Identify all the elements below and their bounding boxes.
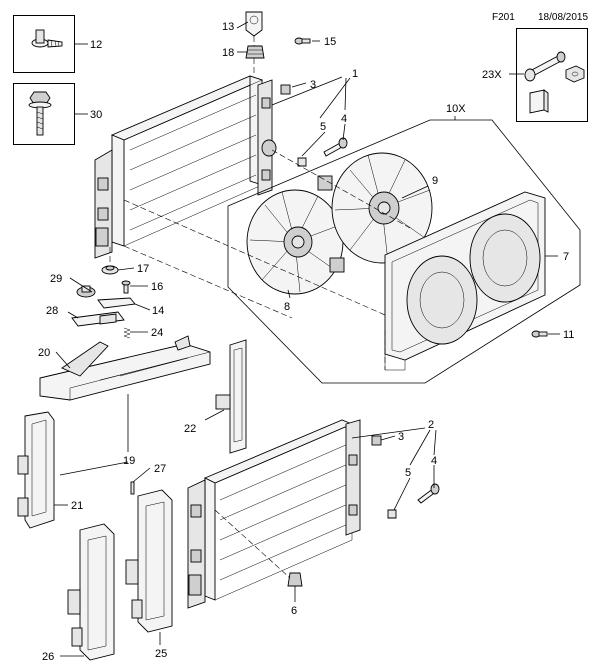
lower-radiator-assembly (187, 419, 361, 609)
mount-6 (287, 572, 303, 587)
callout-2: 2 (428, 419, 434, 431)
callout-4-upper: 4 (341, 113, 347, 125)
callout-4-lower: 4 (431, 455, 437, 467)
callout-14: 14 (152, 305, 164, 317)
screw-27 (130, 481, 135, 495)
callout-12: 12 (90, 39, 102, 51)
diagram-code: F201 (492, 12, 515, 23)
side-panel-26 (67, 523, 115, 661)
connector-plug-upper (317, 175, 333, 191)
screw-15 (294, 37, 311, 45)
bolt-30-icon (28, 91, 52, 136)
callout-11: 11 (563, 329, 574, 341)
bolt-23x-icon (524, 51, 566, 82)
bushing-5-lower (387, 509, 397, 519)
callout-20: 20 (38, 347, 50, 359)
callout-13: 13 (222, 21, 234, 33)
seal-22 (215, 339, 247, 454)
callout-17: 17 (137, 263, 149, 275)
clip-3-upper (280, 84, 291, 95)
upper-radiator-assembly (94, 75, 277, 259)
bolt-4-lower (417, 483, 440, 504)
callout-21: 21 (71, 500, 83, 512)
fan-shroud-7 (384, 191, 546, 371)
bolt-4-upper (323, 137, 348, 157)
side-panel-25 (125, 489, 173, 633)
callout-25: 25 (155, 648, 167, 660)
callout-16: 16 (151, 281, 163, 293)
clip-3-lower (371, 435, 382, 446)
bracket-13 (245, 11, 263, 37)
callout-5-upper: 5 (320, 121, 326, 133)
callout-9: 9 (432, 175, 438, 187)
callout-6: 6 (291, 605, 297, 617)
grommet-17 (101, 265, 119, 275)
callout-24: 24 (151, 327, 163, 339)
clip-23x-icon (529, 89, 549, 114)
callout-10x: 10X (446, 103, 466, 115)
air-deflector-19 (39, 335, 211, 401)
callout-29: 29 (50, 273, 62, 285)
callout-3-lower: 3 (398, 431, 404, 443)
grommet-18 (245, 45, 265, 59)
nut-23x-icon (565, 65, 585, 83)
fan-9 (331, 152, 433, 264)
diagram-date: 18/08/2015 (538, 12, 589, 23)
connector-plug-lower (329, 257, 345, 273)
spring-24 (123, 327, 131, 339)
bracket-14 (97, 297, 136, 309)
callout-22: 22 (184, 423, 196, 435)
fan-8 (246, 189, 344, 295)
bushing-5-upper (297, 157, 307, 167)
callout-1: 1 (352, 68, 358, 80)
fan-group-outline (227, 119, 581, 384)
pad-29 (76, 285, 96, 298)
callout-26: 26 (42, 651, 54, 663)
screw-12-icon (31, 29, 63, 48)
callout-18: 18 (222, 47, 234, 59)
bolt-16 (121, 280, 131, 294)
callout-5-lower: 5 (405, 467, 411, 479)
callout-7: 7 (563, 251, 569, 263)
callout-15: 15 (324, 36, 336, 48)
side-panel-21 (17, 411, 55, 529)
leader-lines (54, 21, 560, 657)
bracket-28 (71, 311, 125, 327)
callout-28: 28 (46, 305, 58, 317)
callout-27: 27 (154, 463, 166, 475)
callout-8: 8 (284, 301, 290, 313)
screw-11 (531, 330, 548, 338)
callout-23x: 23X (482, 69, 502, 81)
callout-19: 19 (123, 455, 135, 467)
callout-3-upper: 3 (310, 79, 316, 91)
callout-30: 30 (90, 109, 102, 121)
